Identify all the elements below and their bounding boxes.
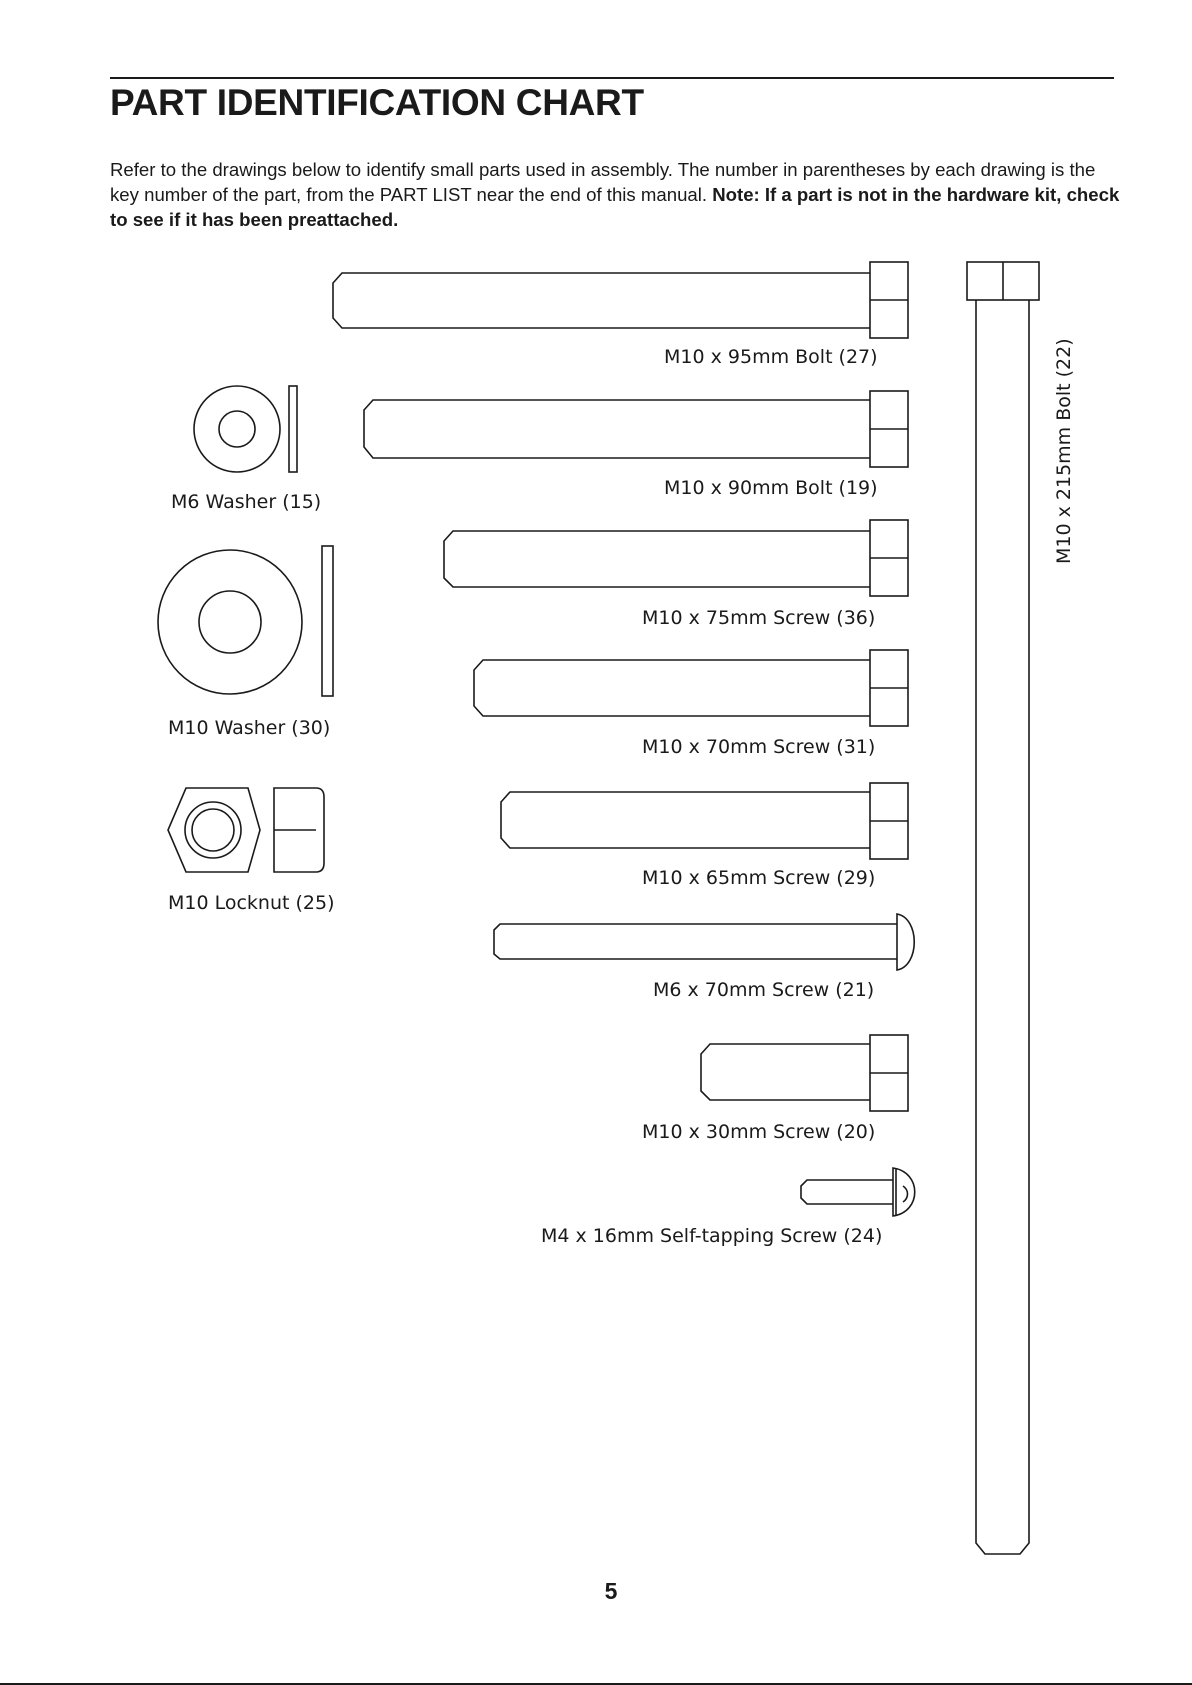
page-title: PART IDENTIFICATION CHART [110,82,644,123]
bolt-215mm-drawing [966,261,1040,1555]
label-self-tapping-screw: M4 x 16mm Self-tapping Screw (24) [541,1225,883,1247]
screw-30mm-drawing [700,1034,909,1112]
screw-65mm-drawing [500,782,909,860]
bolt-95mm-drawing [332,261,909,339]
label-bolt-90mm: M10 x 90mm Bolt (19) [664,477,878,499]
bolt-90mm-drawing [363,390,909,468]
screw-m6-70mm-drawing [493,913,916,971]
page-number: 5 [604,1578,618,1604]
m10-washer-drawing [157,545,334,697]
label-m10-locknut: M10 Locknut (25) [168,892,335,914]
label-m6-washer: M6 Washer (15) [171,491,322,513]
intro-note: Note: If a part is not in the hardware k… [110,184,1120,230]
m10-locknut-drawing [167,787,325,873]
label-m10-washer: M10 Washer (30) [168,717,331,739]
screw-70mm-drawing [473,649,909,727]
intro-text: Refer to the drawings below to identify … [110,159,1096,205]
self-tapping-screw-drawing [800,1167,916,1217]
label-bolt-215mm: M10 x 215mm Bolt (22) [1053,338,1075,564]
label-screw-70mm: M10 x 70mm Screw (31) [642,736,876,758]
intro-paragraph: Refer to the drawings below to identify … [110,157,1120,232]
label-screw-75mm: M10 x 75mm Screw (36) [642,607,876,629]
top-rule [110,77,1114,79]
m6-washer-drawing [193,385,298,473]
label-screw-30mm: M10 x 30mm Screw (20) [642,1121,876,1143]
label-screw-65mm: M10 x 65mm Screw (29) [642,867,876,889]
bottom-rule [0,1683,1192,1685]
screw-75mm-drawing [443,519,909,597]
label-screw-m6-70mm: M6 x 70mm Screw (21) [653,979,875,1001]
label-bolt-95mm: M10 x 95mm Bolt (27) [664,346,878,368]
